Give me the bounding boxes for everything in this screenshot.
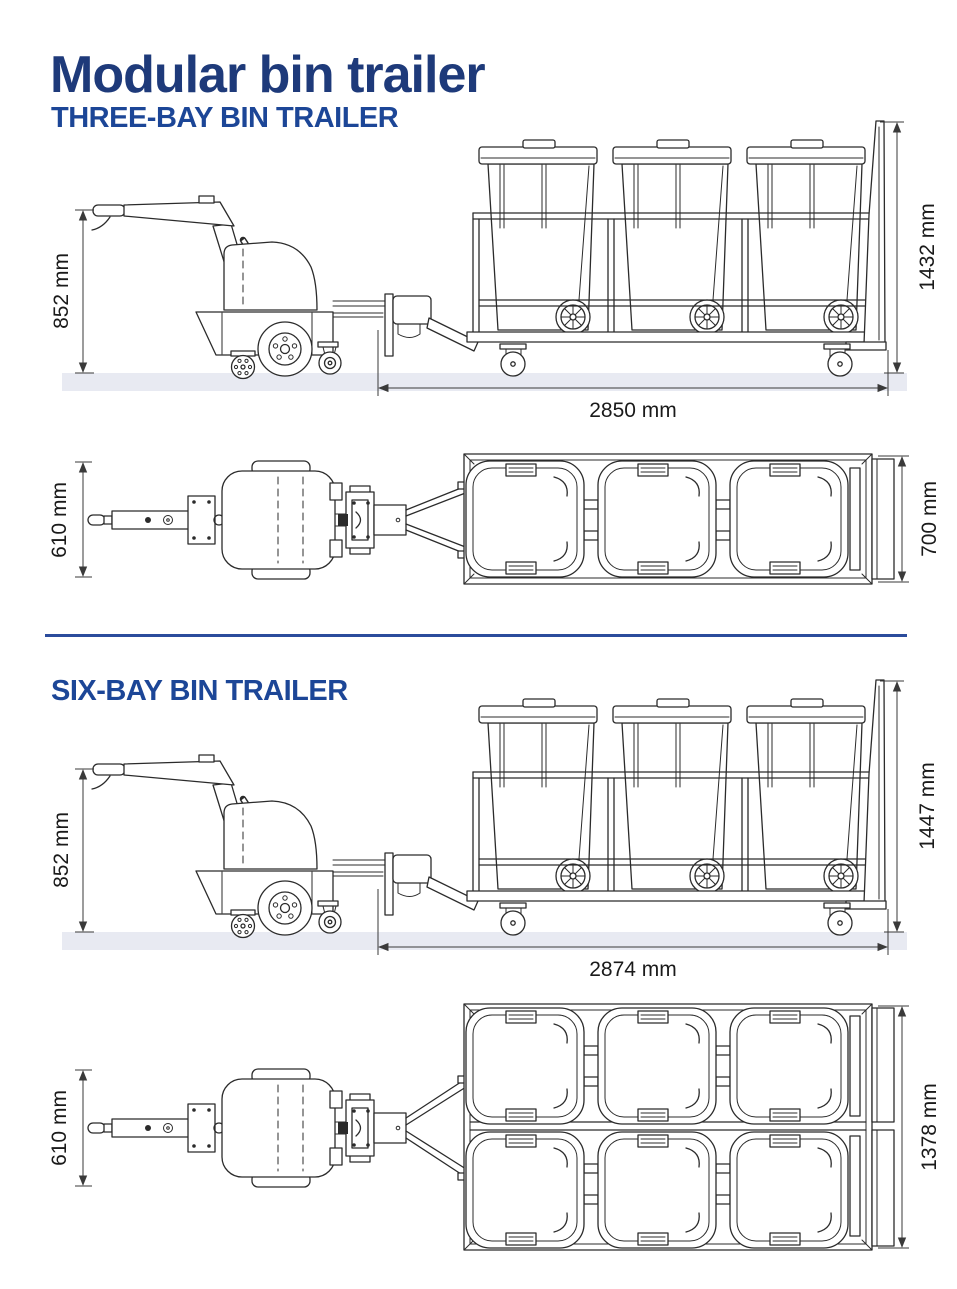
bin-top-4 — [465, 1131, 585, 1249]
bin-top-3 — [729, 460, 849, 578]
dim-tug-height-six-bay: 852 mm — [50, 812, 73, 888]
trailer-side-drawing — [467, 121, 886, 376]
dim-tug-width-six-bay: 610 mm — [48, 1090, 71, 1166]
three-bay-side-view: 852 mm 1432 mm 2850 mm — [50, 121, 939, 422]
section-heading-three-bay: THREE-BAY BIN TRAILER — [51, 102, 399, 135]
dim-overall-height-six-bay: 1447 mm — [916, 762, 939, 850]
dim-tug-width-three-bay: 610 mm — [48, 482, 71, 558]
bin-top-2 — [597, 460, 717, 578]
dim-trailer-length-six-bay: 2874 mm — [589, 958, 677, 981]
dim-tug-height-three-bay: 852 mm — [50, 253, 73, 329]
dim-trailer-width-six-bay: 1378 mm — [918, 1083, 941, 1171]
tug-top-drawing — [87, 1068, 407, 1188]
six-bay-top-view: 610 mm 1378 mm — [48, 1003, 941, 1251]
six-bay-side-view: 852 mm 1447 mm 2874 mm — [50, 680, 939, 981]
dim-trailer-width-three-bay: 700 mm — [918, 481, 941, 557]
bin-top-1 — [465, 1007, 585, 1125]
dim-trailer-length-three-bay: 2850 mm — [589, 399, 677, 422]
section-heading-six-bay: SIX-BAY BIN TRAILER — [51, 675, 348, 708]
bin-top-1 — [465, 460, 585, 578]
bin-top-2 — [597, 1007, 717, 1125]
page-title: Modular bin trailer — [50, 45, 486, 104]
bin-top-5 — [597, 1131, 717, 1249]
tug-side-drawing — [92, 755, 478, 955]
bin-top-6 — [729, 1131, 849, 1249]
tug-top-drawing — [87, 460, 407, 580]
tug-side-drawing — [92, 196, 478, 396]
section-divider — [45, 634, 907, 637]
trailer-side-drawing — [467, 680, 886, 935]
bin-top-3 — [729, 1007, 849, 1125]
three-bay-top-view: 610 mm 700 mm — [48, 453, 941, 585]
dim-overall-height-three-bay: 1432 mm — [916, 203, 939, 291]
